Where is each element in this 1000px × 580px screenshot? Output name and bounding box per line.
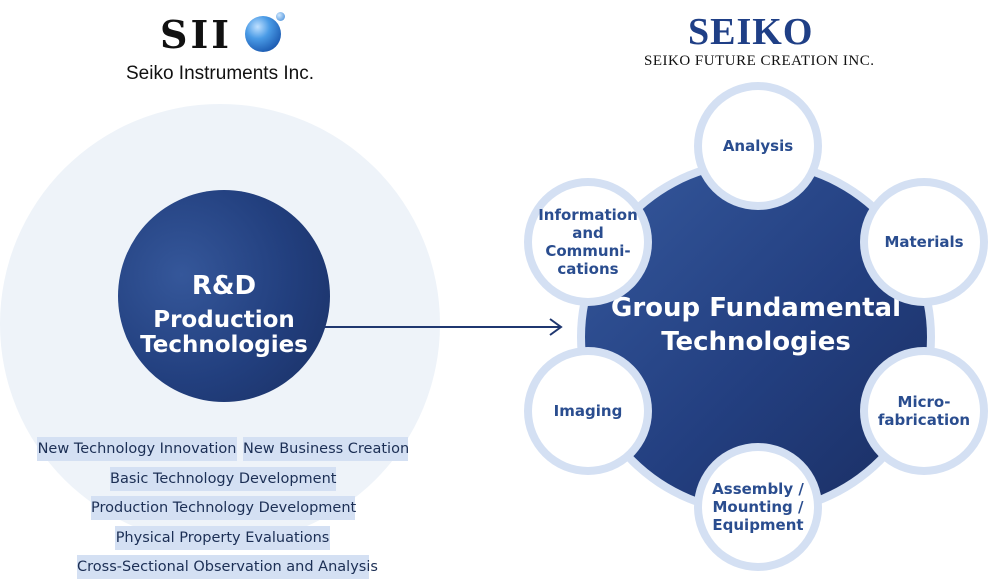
tag-cross-sectional-observation: Cross-Sectional Observation and Analysis — [77, 555, 378, 579]
seiko-company-name: SEIKO FUTURE CREATION INC. — [644, 53, 875, 69]
satellite-information-communications: Information and Communi- cations — [524, 178, 652, 306]
tag-basic-technology-development: Basic Technology Development — [110, 467, 336, 491]
satellite-imaging: Imaging — [524, 347, 652, 475]
rd-title: R&D — [191, 271, 257, 301]
tag-production-technology-development: Production Technology Development — [91, 496, 356, 520]
tag-new-business-creation: New Business Creation — [243, 437, 409, 461]
tag-physical-property-evaluations: Physical Property Evaluations — [115, 526, 330, 550]
sii-logo-text: SII — [160, 12, 232, 57]
hub-title-line-2: Technologies — [661, 327, 851, 357]
sii-company-name: Seiko Instruments Inc. — [126, 63, 314, 84]
tag-new-technology-innovation: New Technology Innovation — [37, 437, 237, 461]
satellite-analysis: Analysis — [694, 82, 822, 210]
rd-line-production: Production — [153, 307, 295, 333]
satellite-label-information: Information and Communi- cations — [538, 206, 638, 278]
satellite-label-microfabrication: Micro- fabrication — [877, 393, 971, 429]
sii-logo-dot-icon — [276, 12, 285, 21]
satellite-label-assembly: Assembly / Mounting / Equipment — [712, 480, 804, 534]
satellite-assembly: Assembly / Mounting / Equipment — [694, 443, 822, 571]
satellite-microfabrication: Micro- fabrication — [860, 347, 988, 475]
satellite-label-imaging: Imaging — [553, 402, 623, 420]
satellite-materials: Materials — [860, 178, 988, 306]
arrow-icon — [325, 318, 563, 336]
seiko-logo-text: SEIKO — [688, 11, 814, 53]
satellite-label-analysis: Analysis — [722, 137, 794, 155]
rd-line-technologies: Technologies — [140, 332, 308, 358]
satellite-label-materials: Materials — [884, 233, 964, 251]
rd-circle: R&D Production Technologies — [118, 190, 330, 402]
hub-title-line-1: Group Fundamental — [611, 293, 901, 323]
sii-logo-sphere-icon — [245, 16, 281, 52]
